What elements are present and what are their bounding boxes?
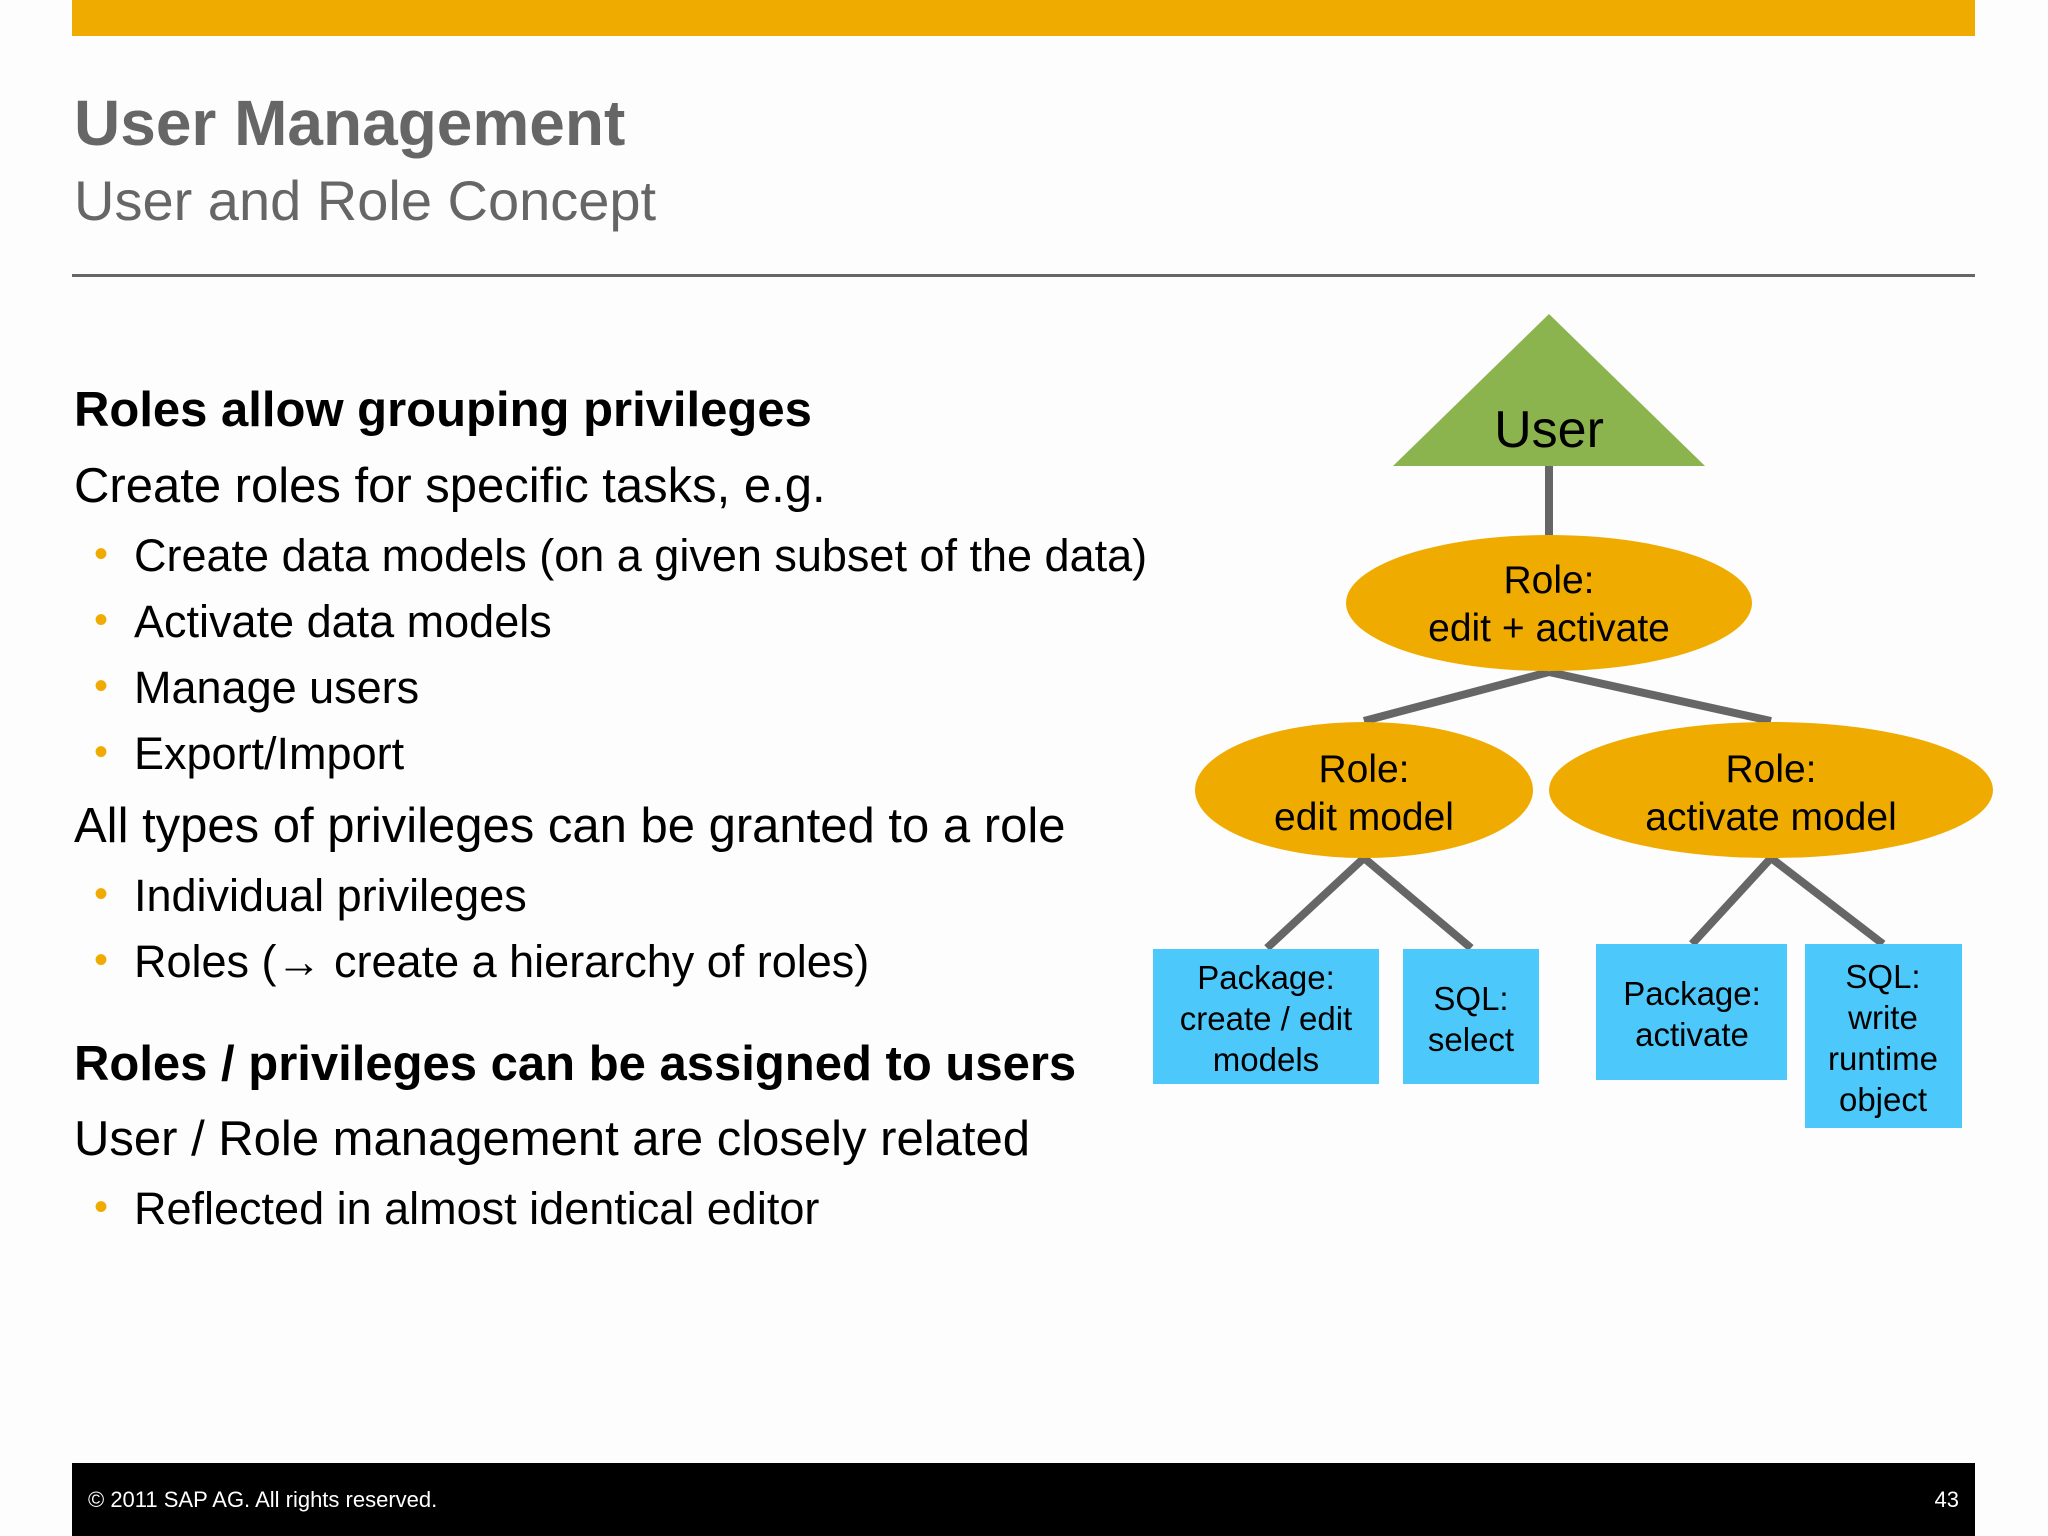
footer-bar: © 2011 SAP AG. All rights reserved. 43 <box>72 1463 1975 1536</box>
copyright-text: © 2011 SAP AG. All rights reserved. <box>88 1487 438 1512</box>
page-subtitle: User and Role Concept <box>74 169 657 232</box>
privilege-package-activate <box>1596 944 1787 1080</box>
user-label: User <box>1494 401 1604 459</box>
paragraph-privilege-types: All types of privileges can be granted t… <box>74 799 1066 853</box>
role-edit-model <box>1195 722 1533 858</box>
connector-right-priv4 <box>1768 854 1886 948</box>
bullet-item: Reflected in almost identical editor <box>94 1183 819 1235</box>
privilege-label: create / edit <box>1180 1000 1352 1037</box>
bullet-item: Manage users <box>94 662 419 714</box>
connectors <box>1264 462 1886 952</box>
bullet-item: Create data models (on a given subset of… <box>94 530 1147 582</box>
top-accent-bar <box>72 0 1975 36</box>
role-activate-model <box>1549 722 1993 858</box>
role-label: Role: <box>1503 559 1594 602</box>
role-label: edit + activate <box>1428 607 1670 650</box>
privilege-label: Package: <box>1623 975 1761 1012</box>
privilege-label: write <box>1847 999 1918 1036</box>
privilege-sql-select <box>1403 949 1539 1084</box>
page-title: User Management <box>74 87 626 159</box>
privilege-label: Package: <box>1197 959 1335 996</box>
privilege-label: select <box>1428 1021 1514 1058</box>
connector-top-right <box>1548 668 1772 725</box>
privilege-label: runtime <box>1828 1040 1938 1077</box>
connector-right-priv3 <box>1689 855 1774 947</box>
privilege-label: activate <box>1635 1016 1749 1053</box>
page-number: 43 <box>1934 1487 1959 1512</box>
privilege-label: SQL: <box>1433 980 1508 1017</box>
user-triangle <box>1393 314 1705 466</box>
connector-left-priv2 <box>1361 854 1474 952</box>
privilege-package-create-edit <box>1153 949 1379 1084</box>
connector-left-priv1 <box>1264 855 1367 951</box>
role-label: Role: <box>1725 748 1816 791</box>
role-edit-activate <box>1346 535 1752 671</box>
title-divider <box>72 274 1975 277</box>
connector-top-left <box>1362 668 1551 725</box>
role-label: edit model <box>1274 796 1454 839</box>
privilege-label: object <box>1839 1081 1927 1118</box>
bullet-item: Export/Import <box>94 728 404 780</box>
privilege-label: models <box>1213 1041 1319 1078</box>
heading-roles-grouping: Roles allow grouping privileges <box>74 383 812 437</box>
bullet-item: Individual privileges <box>94 870 527 922</box>
role-label: activate model <box>1645 796 1896 839</box>
privilege-sql-write-runtime <box>1805 944 1962 1128</box>
paragraph-management-related: User / Role management are closely relat… <box>74 1112 1030 1166</box>
paragraph-create-roles: Create roles for specific tasks, e.g. <box>74 459 826 513</box>
heading-roles-assigned: Roles / privileges can be assigned to us… <box>74 1037 1077 1091</box>
privilege-label: SQL: <box>1845 958 1920 995</box>
role-label: Role: <box>1318 748 1409 791</box>
bullet-item: Activate data models <box>94 596 552 648</box>
bullet-item: Roles (→ create a hierarchy of roles) <box>94 936 869 988</box>
